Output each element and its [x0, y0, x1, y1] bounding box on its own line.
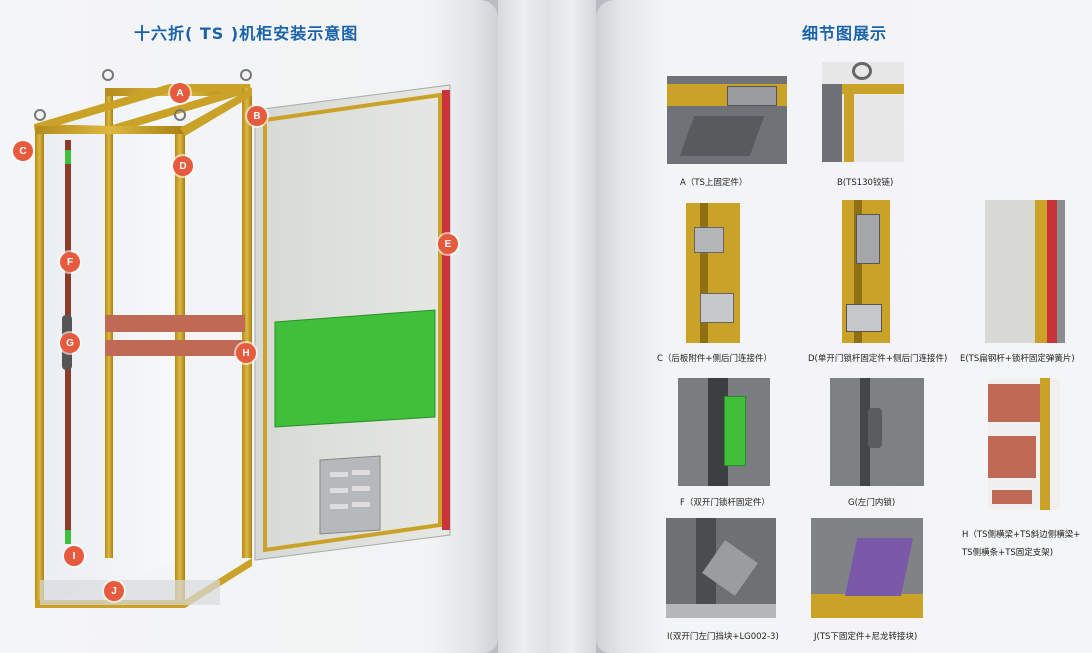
- detail-image-d: [842, 200, 890, 343]
- marker-b: B: [247, 106, 267, 126]
- right-page-title: 细节图展示: [802, 24, 888, 43]
- marker-j: J: [104, 581, 124, 601]
- detail-caption-h-line2: TS侧横条+TS固定支架): [962, 548, 1054, 558]
- marker-h: H: [236, 343, 256, 363]
- marker-c: C: [13, 141, 33, 161]
- detail-image-i: [666, 518, 776, 618]
- marker-a: A: [170, 83, 190, 103]
- detail-image-a: [667, 76, 787, 164]
- detail-image-c: [686, 203, 740, 343]
- marker-i: I: [64, 546, 84, 566]
- detail-image-j: [811, 518, 923, 618]
- detail-image-f: [678, 378, 770, 486]
- detail-caption-d: D(单开门锁杆固定件+侧后门连接件): [808, 354, 948, 364]
- detail-image-e: [985, 200, 1065, 343]
- marker-g: G: [60, 333, 80, 353]
- detail-caption-g: G(左门内锁): [848, 498, 896, 508]
- marker-d: D: [173, 156, 193, 176]
- detail-caption-i: I(双开门左门挡块+LG002-3): [667, 632, 779, 642]
- detail-image-b: [822, 62, 904, 162]
- detail-caption-j: J(TS下固定件+尼龙转接块): [814, 632, 918, 642]
- cabinet-illustration: [33, 69, 451, 608]
- detail-caption-c: C（后板附件+侧后门连接件）: [657, 354, 773, 364]
- detail-caption-f: F（双开门锁杆固定件）: [680, 498, 770, 508]
- detail-image-g: [830, 378, 924, 486]
- detail-caption-e: E(TS扁钢杆+锁杆固定弹簧片): [960, 354, 1075, 364]
- book-gutter: [498, 0, 596, 653]
- detail-image-h: [988, 378, 1060, 510]
- marker-e: E: [438, 234, 458, 254]
- detail-caption-h-line1: H（TS侧横梁+TS斜边侧横梁+: [962, 530, 1081, 540]
- marker-f: F: [60, 252, 80, 272]
- detail-caption-b: B(TS130铰链): [837, 178, 894, 188]
- detail-caption-a: A（TS上固定件）: [680, 178, 748, 188]
- left-page-title: 十六折( TS )机柜安装示意图: [134, 24, 359, 43]
